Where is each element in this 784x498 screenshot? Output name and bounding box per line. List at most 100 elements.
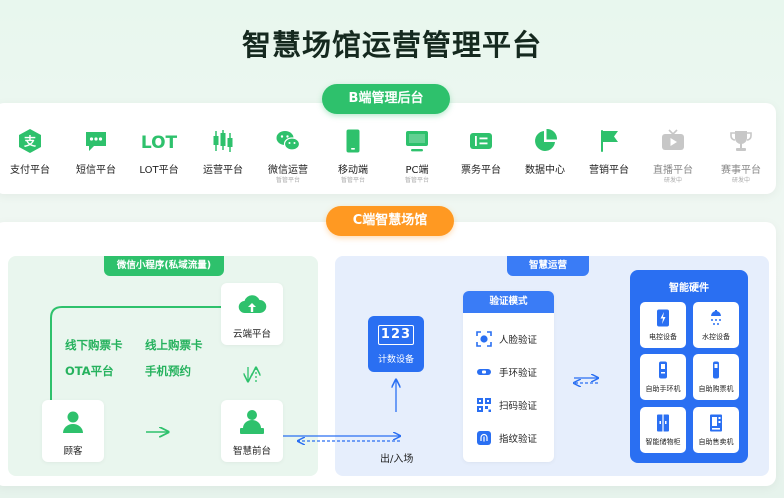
verify-label: 指纹验证 <box>499 434 538 445</box>
b-item-wechat[interactable]: 微信运营 暂管平台 <box>254 128 322 188</box>
face-scan-icon <box>476 331 492 347</box>
operations-chart-icon <box>213 130 233 152</box>
person-icon <box>63 411 83 433</box>
verify-label: 扫码验证 <box>499 401 538 412</box>
tv-icon <box>662 129 684 150</box>
b-item-label: 营销平台 <box>589 165 629 176</box>
cloud-platform-box[interactable]: 云端平台 <box>221 283 283 345</box>
b-item-label: 短信平台 <box>76 165 116 176</box>
b-item-marketing[interactable]: 营销平台 <box>578 128 640 188</box>
b-item-label: PC端 <box>405 165 429 176</box>
verify-wristband[interactable]: 手环验证 <box>463 362 554 382</box>
b-item-label: 微信运营 <box>268 165 308 176</box>
trophy-icon <box>730 131 752 151</box>
hardware-ticket-machine[interactable]: 自助购票机 <box>693 354 739 400</box>
b-item-label: 直播平台 <box>653 165 693 176</box>
cloud-upload-icon <box>238 295 267 314</box>
pie-chart-icon <box>535 128 558 151</box>
ticket-machine-icon <box>713 361 719 379</box>
hardware-label: 智能储物柜 <box>645 438 681 446</box>
b-item-sms[interactable]: 短信平台 <box>66 128 126 188</box>
hardware-water-control[interactable]: 水控设备 <box>693 302 739 348</box>
channel-mobile-booking: 手机预约 <box>145 364 191 378</box>
b-item-pc[interactable]: PC端 暂管平台 <box>384 128 450 188</box>
b-section-card: 支 支付平台 短信平台 LOT LOT平台 <box>0 103 776 194</box>
b-section-label: B端管理后台 <box>322 84 450 114</box>
verify-qrcode[interactable]: 扫码验证 <box>463 395 554 415</box>
svg-text:LOT: LOT <box>141 133 178 153</box>
b-item-label: 运营平台 <box>203 165 243 176</box>
b-item-label: 票务平台 <box>461 165 501 176</box>
hardware-electric-control[interactable]: 电控设备 <box>640 302 686 348</box>
b-item-ticket[interactable]: 票务平台 <box>450 128 512 188</box>
payment-icon: 支 <box>19 129 41 153</box>
counter-device-label: 计数设备 <box>377 355 414 365</box>
smart-hardware-box: 智能硬件 电控设备 水控设备 自助手环机 自助购票机 <box>630 270 748 463</box>
smart-operations-tag: 智慧运营 <box>507 256 589 276</box>
channel-online-card: 线上购票卡 <box>145 338 203 352</box>
flag-icon <box>601 130 618 152</box>
wechat-icon <box>276 131 301 151</box>
vending-machine-icon <box>710 414 722 432</box>
hardware-vending-machine[interactable]: 自助售卖机 <box>693 407 739 453</box>
hardware-wristband-machine[interactable]: 自助手环机 <box>640 354 686 400</box>
verification-modes-box: 验证模式 人脸验证 手环验证 扫码验证 指纹验证 <box>463 291 554 462</box>
fingerprint-icon <box>477 431 491 445</box>
hardware-locker[interactable]: 智能储物柜 <box>640 407 686 453</box>
pc-monitor-icon <box>406 131 428 152</box>
qr-code-icon <box>477 398 491 412</box>
b-item-sub: 研发中 <box>731 177 750 184</box>
locker-icon <box>657 414 669 432</box>
b-item-operations[interactable]: 运营平台 <box>192 128 254 188</box>
b-item-label: LOT平台 <box>139 165 179 176</box>
front-desk-icon <box>240 410 264 434</box>
ticket-icon <box>470 133 492 149</box>
page-title: 智慧场馆运营管理平台 <box>241 28 542 62</box>
sms-icon <box>86 132 106 151</box>
customer-box[interactable]: 顾客 <box>42 400 104 462</box>
c-section-label: C端智慧场馆 <box>326 206 454 236</box>
b-item-sub: 暂管平台 <box>404 177 429 184</box>
b-item-live[interactable]: 直播平台 研发中 <box>640 128 706 188</box>
hardware-label: 自助售卖机 <box>698 438 734 446</box>
wristband-icon <box>477 369 491 375</box>
b-item-label: 移动端 <box>338 165 368 176</box>
mini-program-tag: 微信小程序(私域流量) <box>104 256 224 276</box>
smart-hardware-title: 智能硬件 <box>669 283 709 294</box>
channel-ota: OTA平台 <box>65 364 114 378</box>
b-item-lot[interactable]: LOT LOT平台 <box>126 128 192 188</box>
svg-text:支: 支 <box>23 134 37 149</box>
electric-control-icon <box>657 309 669 327</box>
hardware-label: 水控设备 <box>702 333 730 341</box>
b-item-label: 赛事平台 <box>721 165 761 176</box>
verify-label: 手环验证 <box>499 368 538 379</box>
counter-device-box[interactable]: 123 计数设备 <box>368 316 424 372</box>
b-section-items: 支 支付平台 短信平台 LOT LOT平台 <box>0 128 776 188</box>
b-item-sub: 研发中 <box>663 177 682 184</box>
customer-label: 顾客 <box>63 446 83 457</box>
verify-face[interactable]: 人脸验证 <box>463 329 554 349</box>
hardware-label: 自助购票机 <box>698 385 734 393</box>
b-item-label: 数据中心 <box>525 165 565 176</box>
b-item-data-center[interactable]: 数据中心 <box>512 128 578 188</box>
lot-icon: LOT <box>141 133 178 153</box>
b-item-sub: 暂管平台 <box>275 177 300 184</box>
mobile-icon <box>346 129 360 153</box>
wristband-machine-icon <box>659 361 667 379</box>
b-item-mobile[interactable]: 移动端 暂管平台 <box>322 128 384 188</box>
hardware-label: 自助手环机 <box>645 385 681 393</box>
b-item-event[interactable]: 赛事平台 研发中 <box>706 128 776 188</box>
water-control-icon <box>711 310 721 325</box>
b-item-label: 支付平台 <box>10 165 50 176</box>
hardware-label: 电控设备 <box>649 333 677 341</box>
smart-front-desk-box[interactable]: 智慧前台 <box>221 400 283 462</box>
b-item-payment[interactable]: 支 支付平台 <box>0 128 66 188</box>
b-item-sub: 暂管平台 <box>340 177 365 184</box>
verify-label: 人脸验证 <box>499 335 538 346</box>
counter-digits: 123 <box>378 325 414 345</box>
cloud-platform-label: 云端平台 <box>232 329 271 340</box>
entry-exit-label: 出/入场 <box>380 454 414 465</box>
smart-front-desk-label: 智慧前台 <box>232 446 271 457</box>
verify-fingerprint[interactable]: 指纹验证 <box>463 428 554 448</box>
verification-modes-title: 验证模式 <box>463 291 554 313</box>
